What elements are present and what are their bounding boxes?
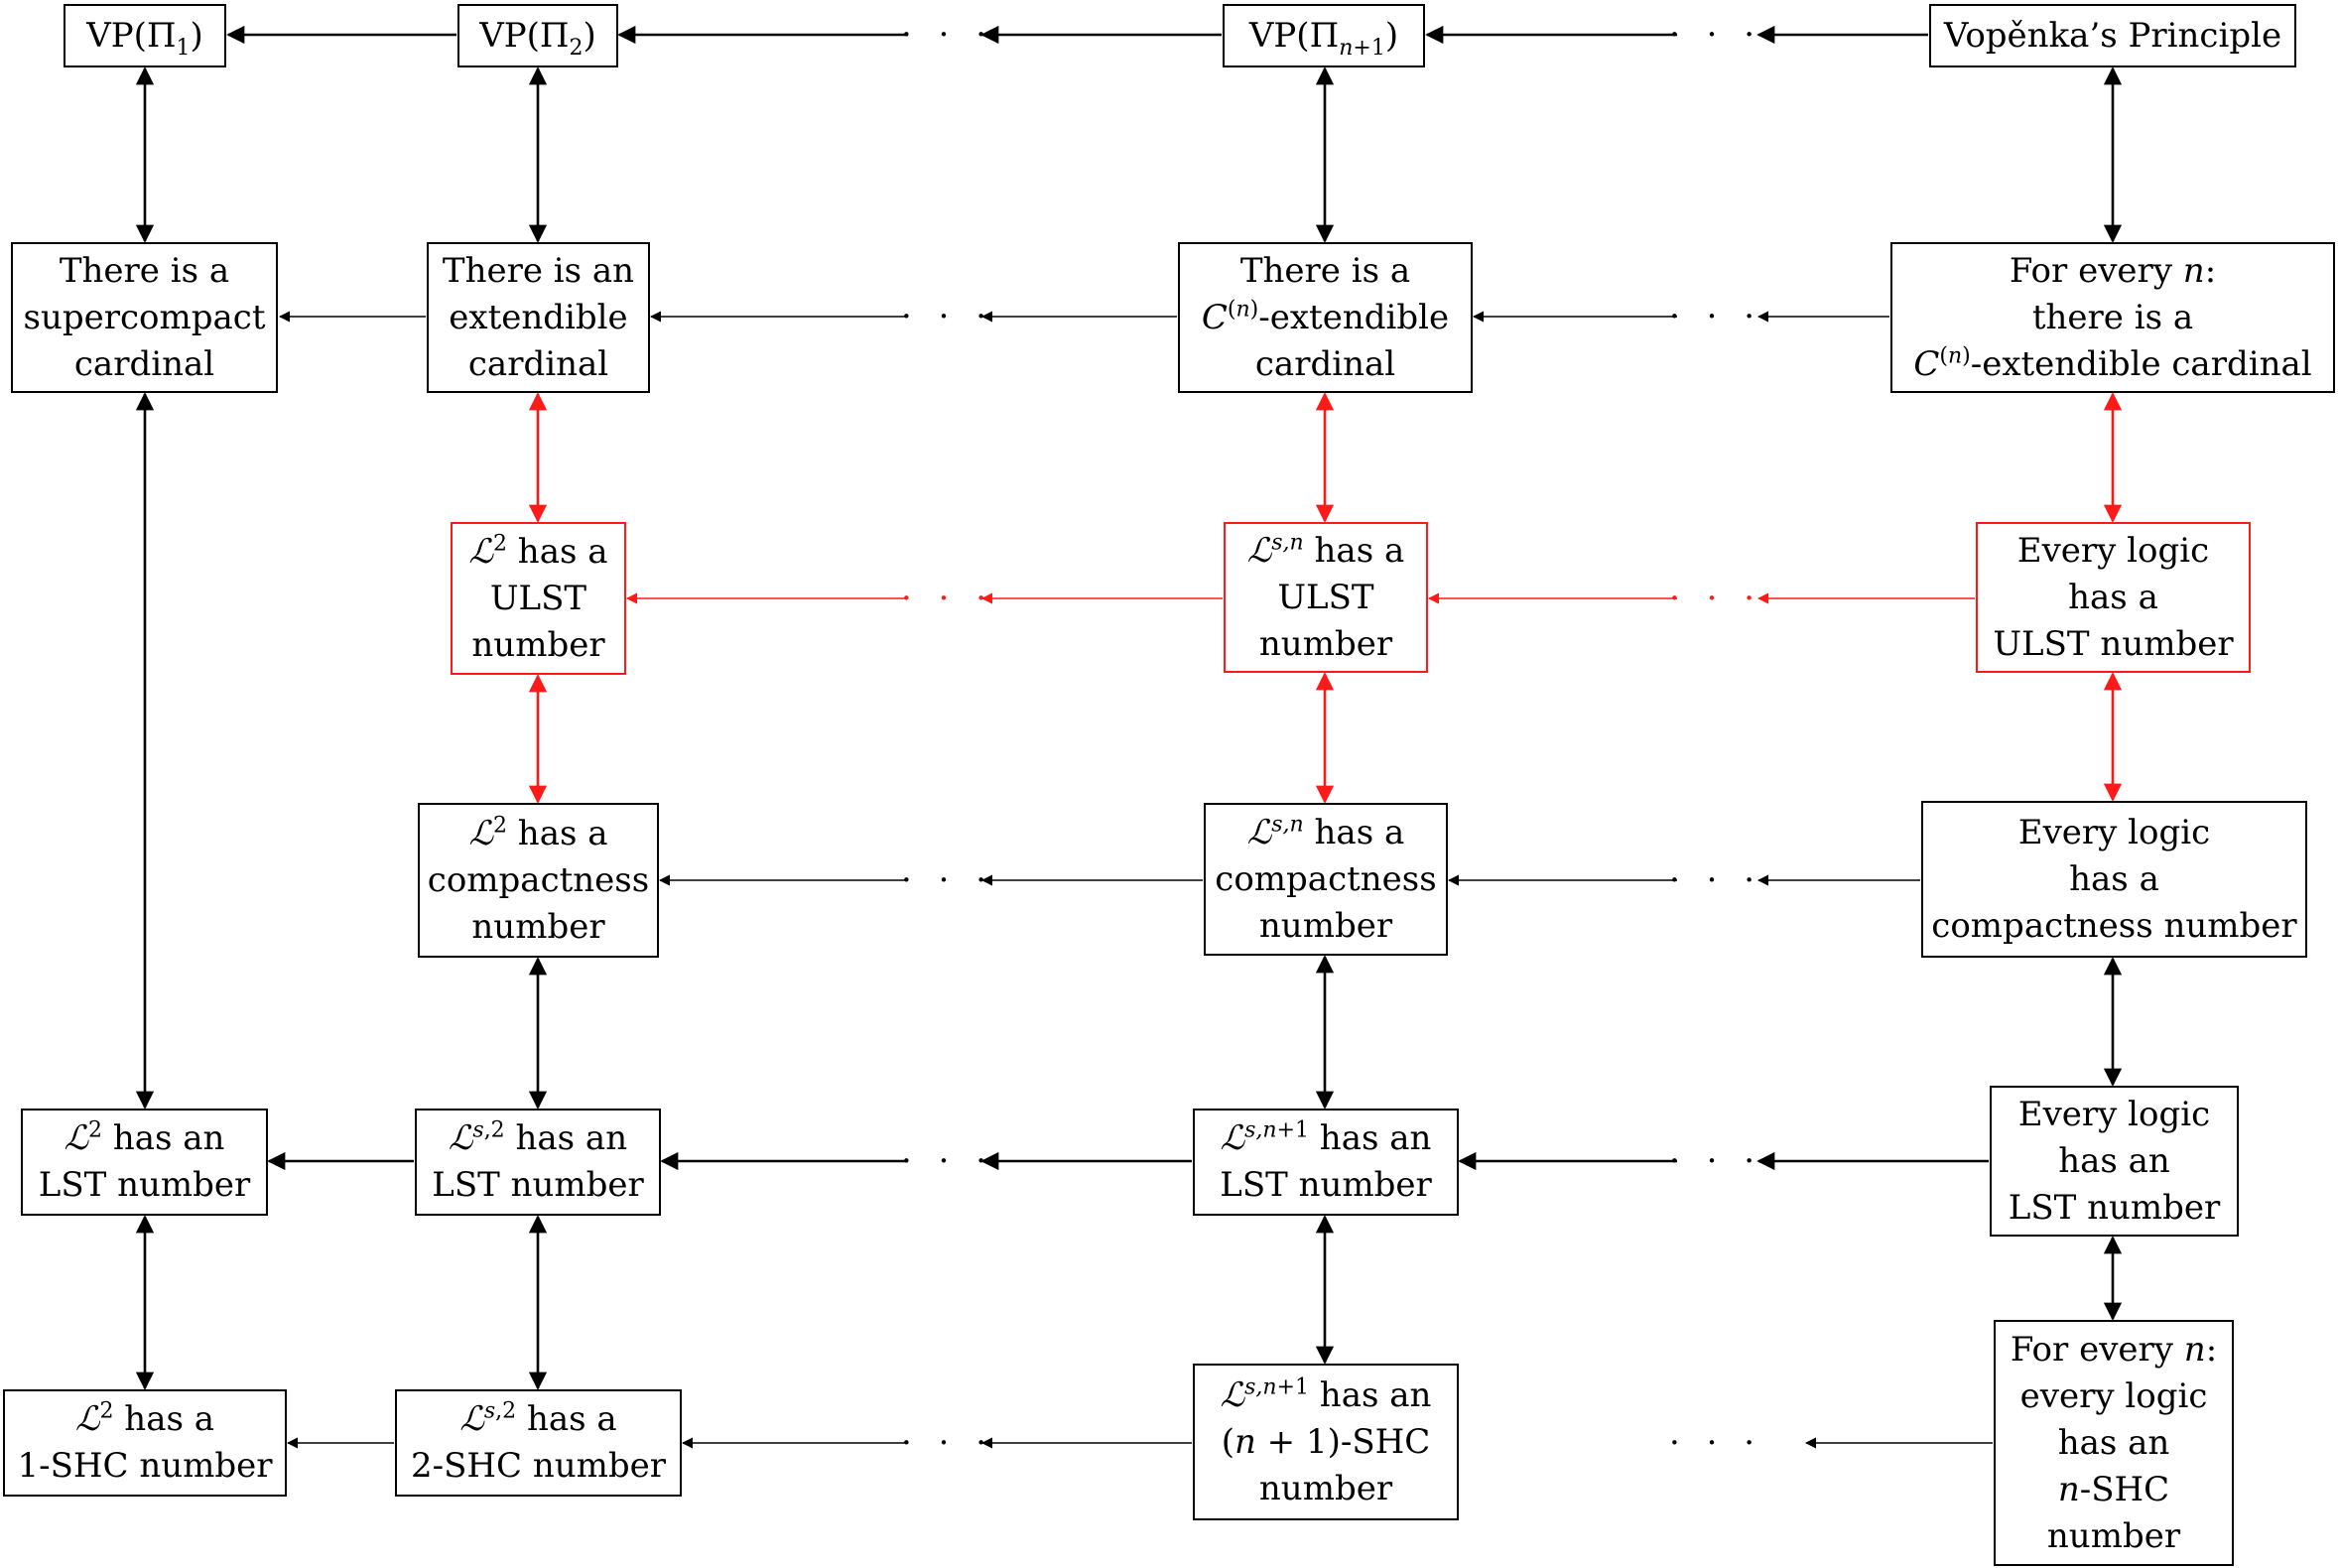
node-line: LST number [1220,1165,1432,1205]
node-line: C(n)-extendible [1201,297,1450,337]
node-vp-pin1: VP(Πn+1) [1223,4,1425,67]
node-line: ℒ2 has an [64,1117,225,1158]
node-line: For every n: [2009,250,2217,291]
node-supercompact: There is a supercompact cardinal [11,242,278,393]
ellipsis-row5-right: · · · [1668,1141,1763,1181]
node-line: extendible [449,297,628,337]
node-line: ℒ2 has a [468,531,608,572]
node-line: supercompact [23,297,266,337]
node-line: number [471,906,605,947]
node-extendible: There is an extendible cardinal [427,242,650,393]
node-line: Every logic [2016,530,2210,571]
node-lsn1-shc: ℒs,n+1 has an (n + 1)-SHC number [1193,1364,1459,1520]
node-all-lst: Every logic has an LST number [1990,1086,2239,1237]
node-line: Every logic [2017,812,2211,852]
node-l2-lst: ℒ2 has an LST number [21,1109,268,1216]
node-line: ℒs,2 has a [459,1398,617,1439]
node-line: ℒs,n has a [1246,812,1405,852]
node-line: has an [2057,1422,2170,1463]
node-line: VP(Π1) [86,15,203,61]
node-line: C(n)-extendible cardinal [1913,343,2312,384]
ellipsis-row4-right: · · · [1668,860,1763,900]
node-lsn1-lst: ℒs,n+1 has an LST number [1193,1109,1459,1216]
node-l2-ulst: ℒ2 has a ULST number [451,522,626,675]
node-line: number [471,624,605,665]
node-all-compactness: Every logic has a compactness number [1921,801,2307,958]
node-l2-compactness: ℒ2 has a compactness number [418,803,659,958]
node-line: ULST [1277,577,1374,617]
node-line: There is a [59,250,230,291]
ellipsis-row5-left: · · · [900,1141,995,1181]
node-line: ℒ2 has a [74,1398,214,1439]
node-line: compactness [427,859,650,900]
node-ls2-2shc: ℒs,2 has a 2-SHC number [395,1389,682,1497]
node-lsn-ulst: ℒs,n has a ULST number [1224,522,1428,673]
node-cn-extendible: There is a C(n)-extendible cardinal [1178,242,1473,393]
node-line: 1-SHC number [17,1446,273,1486]
node-line: every logic [2019,1375,2208,1416]
node-line: ℒs,n has a [1246,530,1405,571]
node-vp-pi2: VP(Π2) [457,4,618,67]
node-line: compactness number [1931,905,2297,946]
node-line: cardinal [1254,343,1396,384]
node-lsn-compactness: ℒs,n has a compactness number [1204,803,1448,956]
node-line: compactness [1215,858,1437,899]
ellipsis-row2-left: · · · [900,297,995,336]
node-l2-1shc: ℒ2 has a 1-SHC number [3,1389,287,1497]
node-ls2-lst: ℒs,2 has an LST number [415,1109,661,1216]
node-line: LST number [432,1165,644,1205]
node-all-cn-extendible: For every n: there is a C(n)-extendible ca… [1890,242,2335,393]
node-line: cardinal [73,343,215,384]
ellipsis-row1-right: · · · [1668,15,1763,55]
node-line: ℒs,n+1 has an [1220,1374,1432,1415]
node-line: Vopěnka’s Principle [1943,15,2282,56]
node-line: cardinal [467,343,609,384]
node-vp-pi1: VP(Π1) [64,4,226,67]
node-line: number [1258,1468,1393,1508]
node-line: has a [2068,577,2158,617]
node-all-ulst: Every logic has a ULST number [1976,522,2251,673]
node-line: (n + 1)-SHC [1221,1421,1431,1462]
node-line: There is a [1239,250,1411,291]
ellipsis-row3-right: · · · [1668,579,1763,618]
node-line: For every n: [2010,1329,2218,1370]
node-line: number [2046,1515,2181,1556]
ellipsis-row4-left: · · · [900,860,995,900]
node-vopenka-principle: Vopěnka’s Principle [1929,4,2296,67]
node-line: VP(Π2) [479,15,596,61]
node-line: LST number [2008,1187,2221,1228]
ellipsis-row3-left: · · · [900,579,995,618]
node-line: LST number [38,1165,251,1205]
node-line: ℒs,n+1 has an [1220,1117,1432,1158]
ellipsis-row6-left: · · · [900,1423,995,1463]
node-line: Every logic [2017,1094,2211,1134]
ellipsis-row6-right: · · · [1668,1423,1763,1463]
node-line: number [1258,623,1393,664]
node-line: ℒs,2 has an [448,1117,628,1158]
node-line: VP(Πn+1) [1248,15,1399,61]
node-line: n-SHC [2057,1469,2170,1509]
node-line: ULST number [1993,623,2234,664]
node-line: ℒ2 has a [468,813,608,853]
ellipsis-row2-right: · · · [1668,297,1763,336]
node-line: has an [2058,1140,2170,1181]
node-line: ULST [489,578,587,618]
node-line: has a [2069,858,2159,899]
node-line: There is an [442,250,635,291]
node-line: number [1258,905,1393,946]
node-line: 2-SHC number [410,1446,667,1486]
node-all-nshc: For every n: every logic has an n-SHC number [1994,1320,2234,1566]
node-line: there is a [2031,297,2194,337]
ellipsis-row1-left: · · · [900,15,995,55]
